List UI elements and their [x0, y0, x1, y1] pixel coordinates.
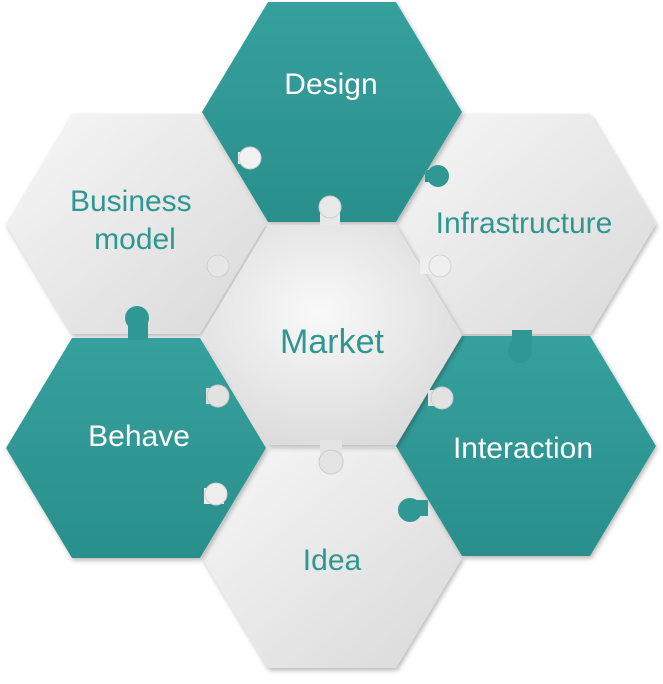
hexagon-idea: [202, 448, 462, 668]
knob-market-bottom: [318, 440, 344, 475]
knob-market-left: [206, 384, 230, 408]
knob-idea-left: [204, 482, 228, 506]
hexagon-behave: [6, 338, 266, 558]
knob-infrastructure-left: [420, 254, 452, 278]
knob-business-right: [206, 254, 230, 278]
knob-market-right: [428, 386, 454, 410]
interaction-label: Interaction: [453, 432, 593, 465]
business-model-label-line-1: Business: [70, 185, 192, 218]
market-label: Market: [280, 323, 384, 361]
piece-design: Design: [202, 2, 462, 222]
business-model-label-line-2: model: [94, 223, 176, 256]
idea-label: Idea: [303, 544, 362, 577]
behave-label: Behave: [88, 420, 190, 453]
knob-business-bottom: [125, 306, 149, 340]
knob-infrastructure-teal: [425, 165, 449, 187]
puzzle-knobs: [125, 146, 532, 522]
hexagon-design: [202, 2, 462, 222]
hexagon-business-model: [6, 114, 266, 334]
piece-market: Market: [202, 225, 462, 445]
hexagon-interaction: [396, 336, 656, 556]
hexagon-market: [202, 225, 462, 445]
piece-infrastructure: Infrastructure: [396, 114, 656, 334]
knob-infrastructure-bottom: [508, 330, 532, 363]
knob-interaction-bottom-left: [398, 498, 428, 522]
svg-text:Business model: Business model: [70, 185, 200, 256]
infrastructure-label: Infrastructure: [436, 207, 613, 240]
piece-behave: Behave: [6, 338, 266, 558]
piece-interaction: Interaction: [396, 336, 656, 556]
design-label: Design: [284, 68, 377, 101]
hexagon-infrastructure: [396, 114, 656, 334]
knob-design-left: [238, 146, 262, 170]
piece-business-model: Business model: [6, 114, 266, 334]
knob-design-bottom: [318, 195, 342, 225]
piece-idea: Idea: [202, 448, 462, 668]
